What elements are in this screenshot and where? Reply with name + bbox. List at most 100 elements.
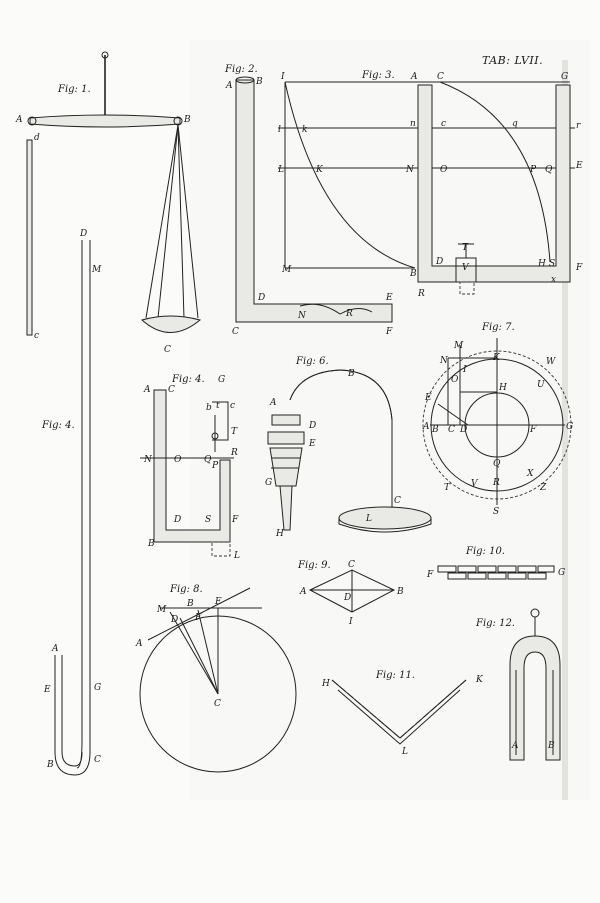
fig3-label-A: A (410, 72, 418, 82)
figure-7-circles: Fig: 7. N M I K W O H U E A B C D F G Q … (422, 322, 573, 517)
fig5-label-M: M (91, 265, 102, 275)
fig5-label-E: E (43, 685, 51, 695)
fig4-label-T: T (231, 427, 238, 437)
fig1-label-A: A (15, 115, 23, 125)
fig8-label-D: D (170, 615, 178, 625)
fig4-label-O: O (174, 455, 182, 465)
fig9-label-C: C (348, 560, 355, 570)
fig3-label-n: n (410, 119, 416, 129)
fig7-label-W: W (546, 357, 556, 367)
fig7-label-I: I (462, 365, 467, 375)
fig8-label-F: F (194, 613, 202, 623)
fig3-label-r: r (576, 121, 581, 131)
figure-4-utube: Fig: 4. A C G b t c N O Q T R P D S F B … (140, 374, 240, 561)
fig6-label-H: H (275, 529, 284, 539)
fig1-label-B: B (183, 115, 191, 125)
fig7-label-F: F (529, 425, 537, 435)
figure-1-balance: Fig: 1. A B C d c (15, 51, 202, 355)
fig7-label-C: C (448, 425, 455, 435)
fig4-caption: Fig: 4. (171, 374, 205, 385)
fig8-label-B: B (186, 599, 194, 609)
fig3-label-O: O (440, 165, 448, 175)
fig12-label-A: A (511, 741, 519, 751)
fig9-label-B: B (396, 587, 404, 597)
fig3-label-B: B (409, 269, 417, 279)
fig3-label-V: V (462, 263, 470, 273)
fig3-label-c: c (441, 119, 446, 129)
fig5-label-C: C (94, 755, 101, 765)
fig5-label-G: G (94, 683, 101, 693)
fig3-label-L: L (277, 165, 284, 175)
fig7-label-K: K (492, 353, 501, 363)
fig6-label-E: E (308, 439, 316, 449)
fig4-label-R: R (230, 448, 238, 458)
fig10-caption: Fig: 10. (465, 546, 505, 557)
fig2-label-C: C (232, 327, 239, 337)
fig1-caption: Fig: 1. (57, 84, 91, 95)
figure-9-rhombus: Fig: 9. C A D B I (297, 560, 404, 627)
fig12-label-B: B (547, 741, 555, 751)
fig3-label-q: q (512, 119, 518, 129)
fig11-caption: Fig: 11. (375, 670, 415, 681)
fig3-label-I: I (280, 72, 285, 82)
fig8-label-E: E (214, 597, 222, 607)
figure-6-apparatus: Fig: 6. A B C D E G H L (265, 356, 432, 539)
fig4-label-B: B (147, 539, 155, 549)
fig11-label-K: K (475, 675, 484, 685)
fig4-label-Q: Q (204, 455, 212, 465)
fig8-label-A: A (135, 639, 143, 649)
fig4-label-c: c (230, 401, 235, 411)
fig4-label-F: F (231, 515, 239, 525)
fig3-caption: Fig: 3. (361, 70, 395, 81)
fig7-label-V: V (471, 479, 479, 489)
fig2-label-B: B (255, 77, 263, 87)
fig9-label-A: A (299, 587, 307, 597)
fig7-label-S: S (493, 507, 499, 517)
fig3-label-S: S (549, 259, 555, 269)
fig11-label-L: L (401, 747, 408, 757)
plate-title: TAB: LVII. (482, 54, 543, 67)
fig4-label-G: G (218, 375, 225, 385)
fig4-label-A: A (143, 385, 151, 395)
fig3-label-T: T (462, 243, 469, 253)
fig5-label-D: D (79, 229, 87, 239)
fig2-label-F: F (385, 327, 393, 337)
fig3-label-Q: Q (545, 165, 553, 175)
fig4-label-D: D (173, 515, 181, 525)
fig1-label-C: C (164, 345, 171, 355)
fig7-caption: Fig: 7. (481, 322, 515, 333)
figure-3-curves: Fig: 3. I A C G l k n c q r L K N O P Q … (277, 70, 583, 299)
fig7-label-G: G (566, 422, 573, 432)
figure-2-tube: Fig: 2. A B C D E F N R (224, 64, 393, 337)
fig3-label-M: M (281, 265, 292, 275)
fig10-label-G: G (558, 568, 565, 578)
fig7-label-E: E (424, 393, 432, 403)
fig6-label-A: A (269, 398, 277, 408)
fig5-label-A: A (51, 644, 59, 654)
fig3-label-l: l (278, 125, 281, 135)
fig2-label-E: E (385, 293, 393, 303)
fig3-label-D: D (435, 257, 443, 267)
fig6-label-D: D (308, 421, 316, 431)
fig7-label-Z: Z (539, 483, 547, 493)
fig6-label-C: C (394, 496, 401, 506)
figure-10-bricks: Fig: 10. F G (426, 546, 565, 580)
fig3-label-N: N (405, 165, 415, 175)
fig3-label-E: E (575, 161, 583, 171)
fig10-label-F: F (426, 570, 434, 580)
fig7-label-N: N (439, 356, 449, 366)
fig9-label-D: D (343, 593, 351, 603)
fig4-label-b: b (206, 403, 212, 413)
fig3-label-R: R (417, 289, 425, 299)
figure-11-v-bricks: Fig: 11. H K L (321, 670, 484, 757)
fig5-label-B: B (46, 760, 54, 770)
fig4-label-L: L (233, 551, 240, 561)
fig9-caption: Fig: 9. (297, 560, 331, 571)
fig8-caption: Fig: 8. (169, 584, 203, 595)
fig7-label-R: R (492, 478, 500, 488)
fig1-label-c: c (34, 331, 39, 341)
fig2-label-R: R (345, 309, 353, 319)
fig4-label-N: N (143, 455, 153, 465)
fig7-label-B: B (431, 425, 439, 435)
